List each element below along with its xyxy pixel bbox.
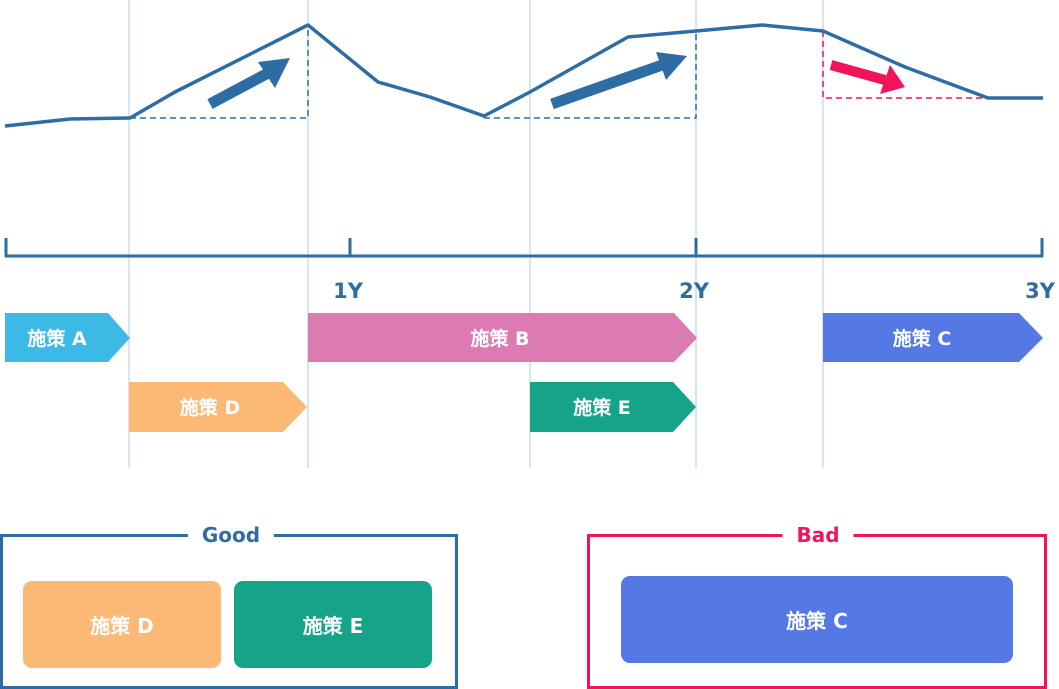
dashed-rise-1	[130, 25, 309, 119]
good-item-e: 施策 E	[234, 581, 432, 668]
measure-b-bar	[308, 313, 697, 362]
measure-e-bar	[530, 382, 696, 432]
trend-line	[4, 23, 1043, 128]
measure-c-label: 施策 C	[893, 327, 952, 350]
up-arrow-icon	[207, 58, 290, 109]
axis-label-2y: 2Y	[679, 279, 710, 303]
measure-d-bar	[129, 382, 307, 432]
good-title: Good	[187, 523, 275, 547]
measure-d-label: 施策 D	[180, 396, 240, 419]
measure-a-bar	[5, 313, 130, 362]
bad-box: Bad 施策 C	[587, 523, 1047, 689]
axis-label-1y: 1Y	[333, 279, 364, 303]
dashed-rise-2	[484, 31, 697, 119]
measure-e-label: 施策 E	[573, 396, 631, 419]
bad-item-c: 施策 C	[621, 576, 1013, 663]
bad-title: Bad	[782, 523, 854, 547]
time-axis	[4, 238, 1044, 258]
good-item-d: 施策 D	[23, 581, 221, 668]
dashed-fall	[822, 31, 988, 99]
measure-c-bar	[823, 313, 1043, 362]
axis-label-3y: 3Y	[1025, 279, 1056, 303]
good-box: Good 施策 D 施策 E	[0, 523, 458, 689]
measure-a-label: 施策 A	[27, 327, 87, 350]
up-arrow-icon	[550, 52, 687, 110]
measure-b-label: 施策 B	[470, 327, 529, 350]
down-arrow-icon	[829, 60, 905, 94]
